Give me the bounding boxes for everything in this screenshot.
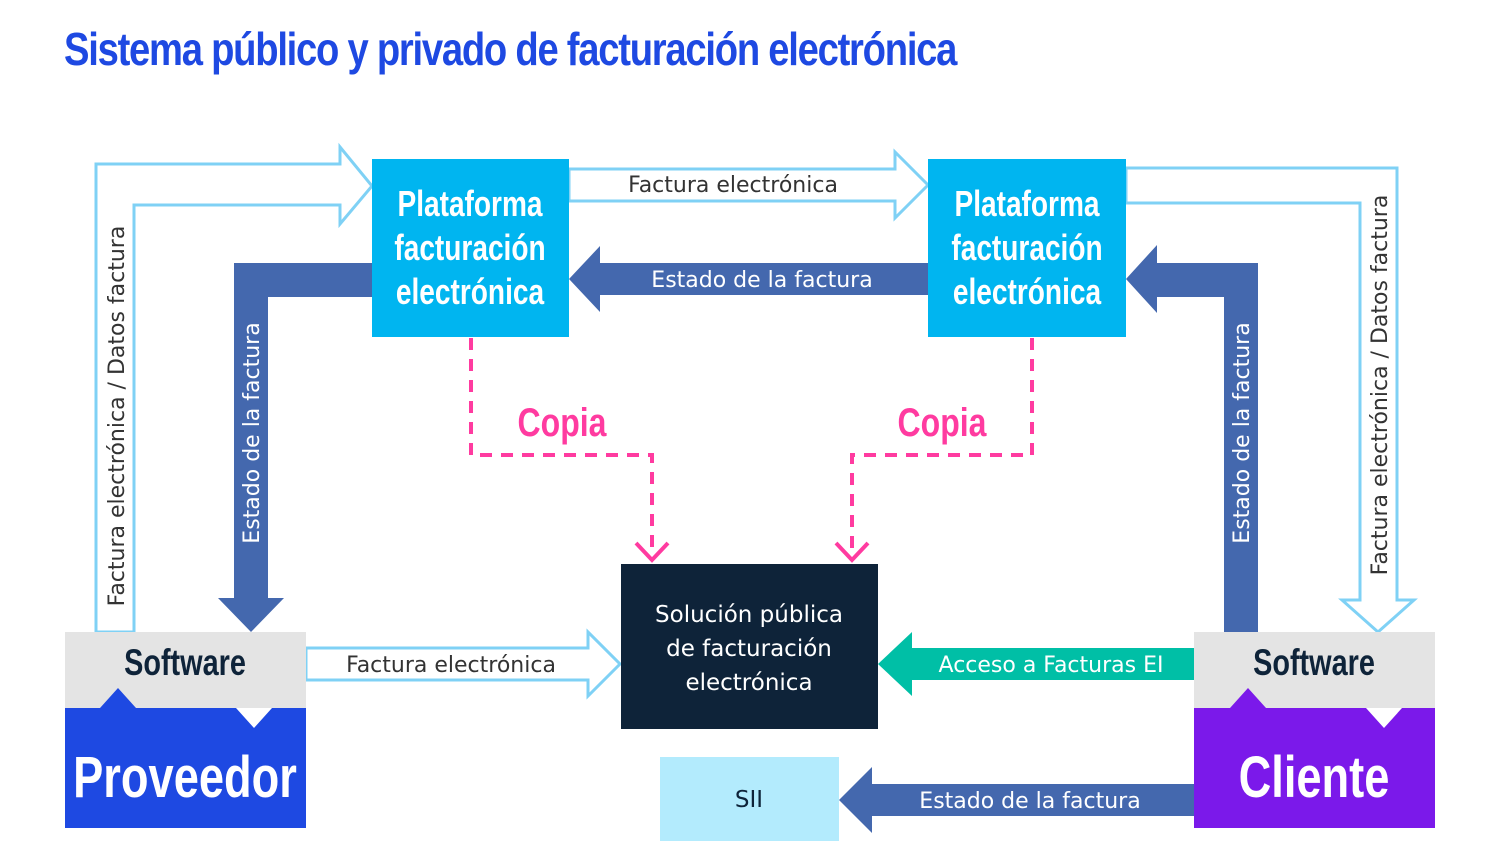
- label-right-outer: Factura electrónica / Datos factura: [1368, 195, 1393, 576]
- copy-label-right: Copia: [898, 400, 988, 445]
- solution-line-1: Solución pública: [655, 602, 843, 628]
- arrow-middle-estado: [569, 246, 928, 312]
- platform-left-line-2: facturación: [394, 228, 545, 268]
- copy-arrow-right: [834, 338, 1034, 563]
- page-title: Sistema público y privado de facturación…: [64, 23, 957, 75]
- platform-right-line-2: facturación: [951, 228, 1102, 268]
- arrow-estado-sii: [839, 767, 1194, 833]
- arrow-bottom-factura: [304, 628, 623, 700]
- platform-left-line-3: electrónica: [396, 272, 545, 312]
- cliente-software-label: Software: [1253, 643, 1375, 684]
- label-estado-sii: Estado de la factura: [919, 789, 1140, 814]
- platform-right-line-3: electrónica: [953, 272, 1102, 312]
- label-middle-estado: Estado de la factura: [651, 268, 872, 293]
- arrow-top-factura: [567, 148, 931, 222]
- label-left-outer: Factura electrónica / Datos factura: [105, 226, 130, 607]
- arrow-right-outer: [1124, 166, 1418, 635]
- copy-arrow-left: [469, 338, 670, 563]
- sii-label: SII: [735, 787, 763, 813]
- copy-label-left: Copia: [518, 400, 608, 445]
- solution-line-2: de facturación: [666, 636, 832, 662]
- proveedor-label: Proveedor: [73, 746, 297, 811]
- sii-box: [660, 757, 839, 841]
- label-right-inner: Estado de la factura: [1230, 322, 1255, 543]
- label-bottom-factura: Factura electrónica: [346, 653, 556, 678]
- platform-left-line-1: Plataforma: [397, 184, 543, 224]
- label-top-factura: Factura electrónica: [628, 173, 838, 198]
- arrow-left-inner: [218, 263, 372, 632]
- label-left-inner: Estado de la factura: [240, 322, 265, 543]
- proveedor-software-label: Software: [124, 643, 246, 684]
- arrow-right-inner: [1126, 245, 1258, 632]
- arrow-left-outer: [94, 142, 374, 634]
- proveedor-box: [65, 688, 306, 828]
- platform-left-box: [372, 159, 569, 337]
- solution-box: [621, 564, 878, 729]
- label-acceso: Acceso a Facturas EI: [939, 653, 1164, 678]
- cliente-box: [1194, 688, 1435, 828]
- cliente-label: Cliente: [1239, 746, 1390, 811]
- proveedor-software-box: [65, 632, 306, 708]
- solution-line-3: electrónica: [685, 670, 812, 696]
- cliente-software-box: [1194, 632, 1435, 708]
- platform-right-box: [928, 159, 1126, 337]
- platform-right-line-1: Plataforma: [954, 184, 1100, 224]
- arrow-acceso: [878, 632, 1194, 696]
